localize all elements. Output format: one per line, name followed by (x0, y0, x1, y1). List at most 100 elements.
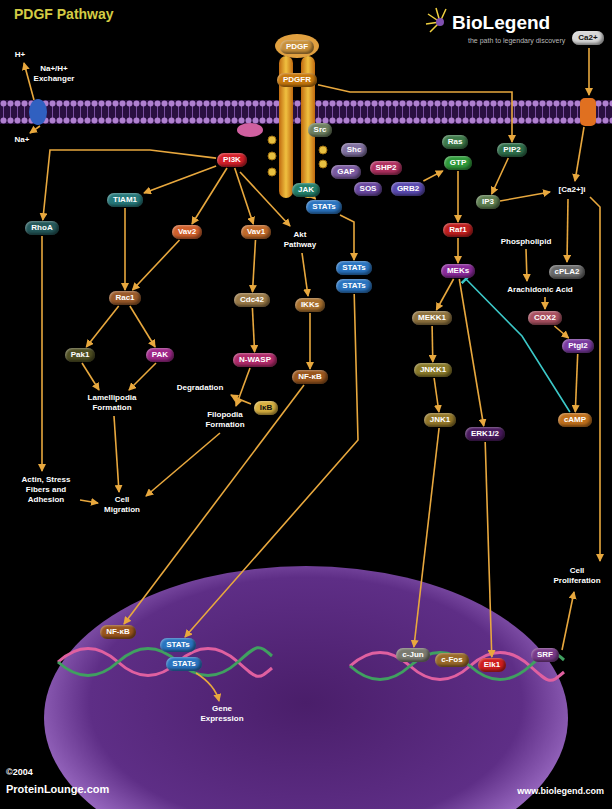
arrow (500, 192, 550, 201)
annotation-label: [Ca2+]i (559, 185, 586, 195)
annotation-label: Actin, Stress Fibers and Adhesion (14, 475, 78, 505)
pathway-connector (318, 85, 512, 142)
annotation-label: www.biolegend.com (517, 786, 604, 797)
protein-name: SRF (537, 650, 553, 660)
protein-node: JNKK1 (414, 363, 452, 377)
arrow (562, 592, 574, 650)
annotation-label: ProteinLounge.com (6, 783, 109, 797)
protein-node: SOS (354, 182, 383, 196)
arrow (544, 297, 546, 309)
arrow (231, 395, 251, 404)
phosphate (268, 152, 276, 160)
pathway-connector (575, 354, 577, 412)
annotation-label: the path to legendary discovery (468, 37, 565, 46)
protein-name: STATs (342, 263, 366, 273)
exchanger-protein (29, 99, 47, 125)
arrow (41, 236, 43, 471)
protein-name: STATs (172, 659, 196, 669)
pathway-connector (315, 198, 316, 199)
arrow (114, 416, 119, 492)
protein-node: COX2 (528, 311, 562, 325)
protein-name: PDGF (286, 42, 308, 52)
annotation-label: Lamellipodia Formation (83, 393, 141, 413)
arrow (302, 253, 308, 296)
protein-node: MEKK1 (412, 311, 452, 325)
protein-node: c-Fos (435, 653, 468, 667)
pathway-connector (192, 168, 227, 224)
protein-name: COX2 (534, 313, 556, 323)
inhibition-connector (466, 279, 570, 412)
ligand (275, 34, 319, 58)
protein-node: IκB (254, 401, 278, 415)
protein-name: STATs (342, 281, 366, 291)
protein-name: PIP2 (503, 145, 520, 155)
protein-node: Cdc42 (234, 293, 270, 307)
protein-name: c-Jun (402, 650, 423, 660)
phosphate (268, 136, 276, 144)
annotation-label: Na+/H+ Exchanger (26, 64, 82, 84)
annotation-label: Degradation (177, 383, 224, 393)
protein-name: c-Fos (441, 655, 462, 665)
arrow (129, 363, 156, 390)
annotation-label: H+ (15, 50, 25, 60)
protein-node: GAP (331, 165, 360, 179)
arrow (80, 500, 98, 503)
protein-node: STATs (160, 638, 196, 652)
pathway-connector (235, 168, 254, 224)
calcium-channel (580, 98, 596, 126)
pathway-connector (485, 442, 492, 657)
protein-node: Rac1 (109, 291, 140, 305)
protein-name: IκB (260, 403, 272, 413)
protein-node: PI3K (217, 153, 247, 167)
protein-node: Pak1 (65, 348, 96, 362)
protein-node: MEKs (441, 264, 475, 278)
protein-node: GTP (444, 156, 472, 170)
protein-name: PI3K (223, 155, 241, 165)
protein-name: N-WASP (239, 355, 271, 365)
protein-node: Ca2+ (572, 31, 603, 45)
arrow (196, 673, 219, 701)
protein-node: Shc (341, 143, 368, 157)
pathway-connector (309, 313, 311, 369)
protein-name: GTP (450, 158, 466, 168)
protein-name: PDGFR (283, 75, 311, 85)
protein-node: Src (308, 123, 333, 137)
protein-node: SRF (531, 648, 559, 662)
arrow (590, 197, 600, 561)
pathway-connector (554, 326, 568, 338)
protein-node: RhoA (25, 221, 58, 235)
protein-name: JAK (298, 185, 314, 195)
protein-name: ERK1/2 (471, 429, 499, 439)
protein-node: IP3 (476, 195, 500, 209)
pathway-connector (492, 158, 509, 194)
protein-name: JNK1 (430, 415, 450, 425)
pathway-connector (340, 215, 354, 260)
protein-node: JAK (292, 183, 320, 197)
pathway-connector (86, 306, 118, 347)
arrow (146, 433, 220, 496)
protein-name: Elk1 (484, 660, 500, 670)
pathway-connector (457, 171, 459, 222)
protein-node: STATs (306, 200, 342, 214)
protein-node: PAK (146, 348, 174, 362)
pathway-connector (133, 240, 180, 290)
arrow (82, 363, 99, 390)
pathway-connector (457, 238, 459, 263)
annotation-label: Gene Expression (196, 704, 248, 724)
protein-node: STATs (336, 279, 372, 293)
protein-node: GRB2 (391, 182, 425, 196)
protein-name: MEKK1 (418, 313, 446, 323)
protein-name: Shc (347, 145, 362, 155)
protein-node: N-WASP (233, 353, 277, 367)
protein-name: cPLA2 (555, 267, 580, 277)
protein-node: ERK1/2 (465, 427, 505, 441)
pathway-connector (130, 306, 155, 347)
pathway-connector (414, 428, 439, 647)
protein-name: Raf1 (449, 225, 466, 235)
annotation-label: Filopodia Formation (202, 410, 248, 430)
protein-node: PtgI2 (562, 339, 594, 353)
phosphate (268, 168, 276, 176)
pathway-connector (124, 208, 126, 290)
